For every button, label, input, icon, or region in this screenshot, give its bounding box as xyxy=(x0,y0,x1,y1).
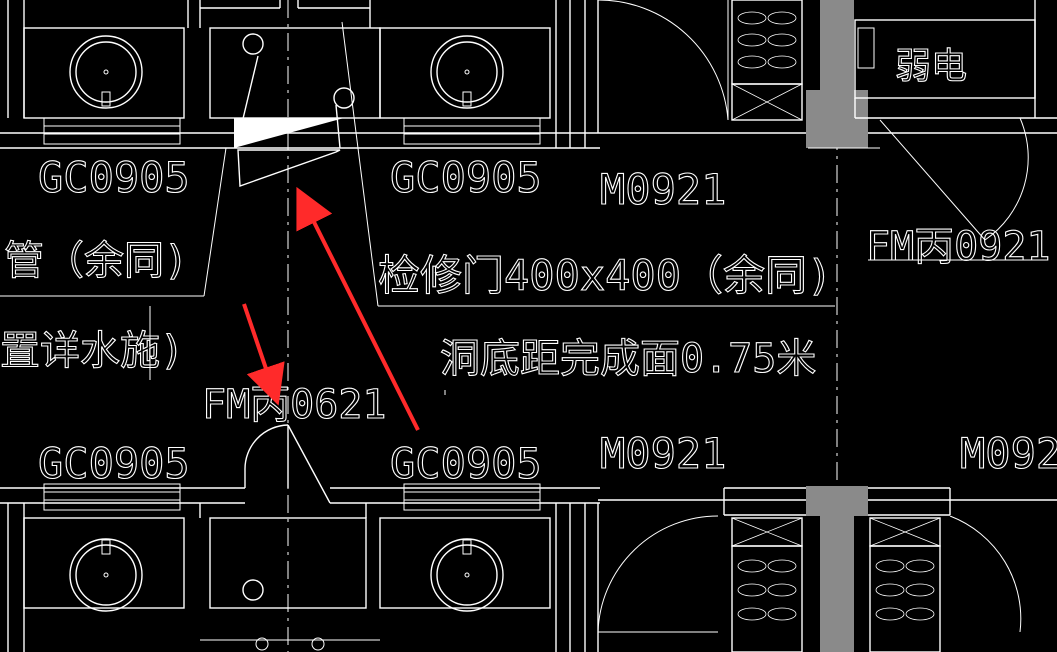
label-fm-center: FM丙0621 xyxy=(202,382,387,428)
label-pipe-note: 管（余同) xyxy=(4,238,188,284)
red-arrow-to-hatch xyxy=(296,186,420,431)
label-fm-right: FM丙0921 xyxy=(866,224,1051,270)
label-m0921-lower: M0921 xyxy=(600,429,726,478)
label-hatch-note: 检修门400x400（余同) xyxy=(378,251,832,300)
bottom-rooms xyxy=(0,424,600,652)
top-right-rooms xyxy=(584,0,1057,261)
label-gc0905-bottom-right: GC0905 xyxy=(390,439,542,488)
leader-lines xyxy=(0,21,835,395)
red-arrow-to-fm xyxy=(242,303,285,406)
label-gc0905-top-right: GC0905 xyxy=(390,153,542,202)
label-gc0905-top-left: GC0905 xyxy=(38,153,190,202)
label-gc0905-bottom-left: GC0905 xyxy=(38,439,190,488)
label-water-note: 置详水施) xyxy=(0,328,184,374)
duct-hatching xyxy=(737,11,797,69)
bottom-right-rooms xyxy=(584,486,1057,652)
text-labels: GC0905 GC0905 GC0905 GC0905 M0921 M0921 … xyxy=(0,45,1057,488)
label-m092-lower-right: M092 xyxy=(960,429,1057,478)
label-m0921-upper: M0921 xyxy=(600,165,726,214)
hatch-door-symbol xyxy=(234,118,344,187)
duct-hatching-bottom xyxy=(737,559,935,621)
annotation-arrows xyxy=(242,186,420,431)
center-axis xyxy=(287,0,838,652)
label-hole-note: 洞底距完成面0.75米 xyxy=(440,336,816,382)
label-weak-current: 弱电 xyxy=(895,46,967,87)
